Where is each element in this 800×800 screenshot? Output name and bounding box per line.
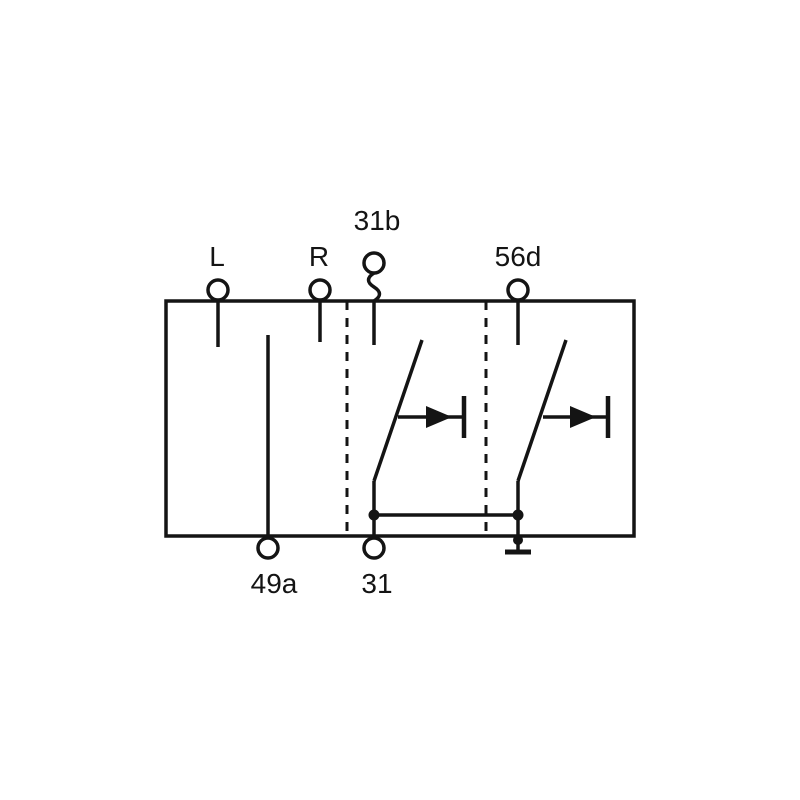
switch-arm-left xyxy=(372,339,424,482)
label-terminal-31: 31 xyxy=(361,568,392,599)
terminal-31-circle xyxy=(362,536,386,560)
switch-arm-right xyxy=(516,339,568,482)
terminal-49a-circle xyxy=(256,536,280,560)
label-terminal-31b: 31b xyxy=(354,205,401,236)
wire-31b-squiggle xyxy=(366,271,382,303)
label-terminal-56d: 56d xyxy=(495,241,542,272)
label-terminal-L: L xyxy=(209,241,225,272)
terminal-31b-circle xyxy=(362,251,386,275)
terminal-R-circle xyxy=(308,278,332,302)
component-outline-box xyxy=(164,299,636,538)
label-terminal-49a: 49a xyxy=(251,568,298,599)
ground-junction-dot xyxy=(513,535,523,545)
terminal-56d-circle xyxy=(506,278,530,302)
actuator-arrowhead-left-icon xyxy=(426,406,452,428)
terminal-L-circle xyxy=(206,278,230,302)
actuator-arrowhead-right-icon xyxy=(570,406,596,428)
label-terminal-R: R xyxy=(309,241,329,272)
